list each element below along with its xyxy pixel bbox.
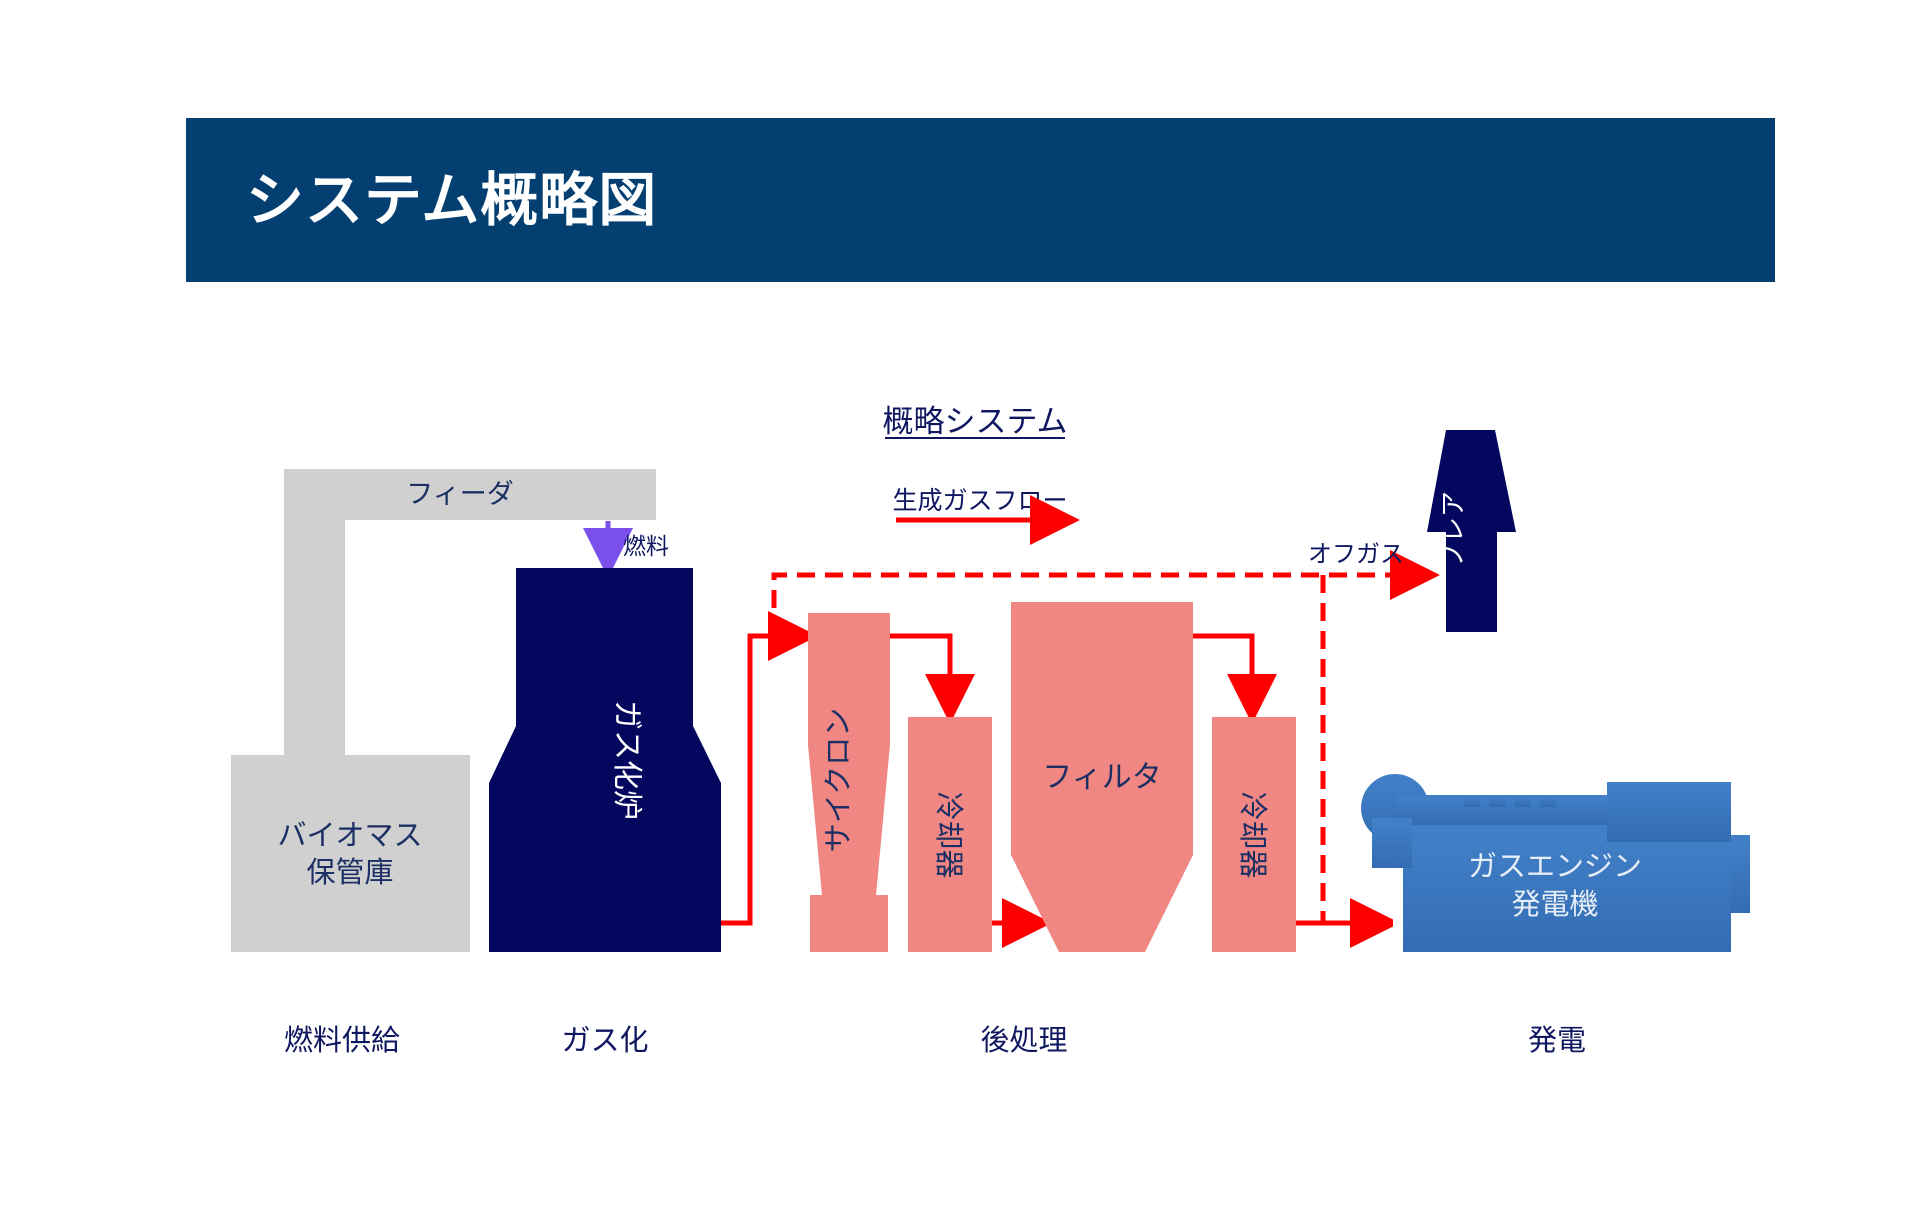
diagram-title: 概略システム [882, 404, 1067, 440]
gasifier-furnace [489, 568, 721, 952]
flow-filter-to-cooler2 [1191, 633, 1277, 724]
gasifier-label: ガス化炉 [609, 700, 644, 820]
cooler-1 [908, 717, 992, 952]
cyclone [808, 613, 890, 952]
biomass-storage [231, 755, 470, 952]
legend-flow-label: 生成ガスフロー [892, 486, 1067, 515]
cooler-1-label: 冷却器 [932, 791, 966, 878]
filter [1011, 602, 1193, 952]
biomass-storage-label-1: バイオマス [277, 818, 422, 852]
feeder-label: フィーダ [406, 479, 513, 510]
stage-power-generation: 発電 [1528, 1023, 1586, 1057]
engine-label-2: 発電機 [1511, 887, 1598, 921]
cooler-2 [1212, 717, 1296, 952]
flare-stack [1427, 430, 1516, 632]
stage-gasification: ガス化 [561, 1023, 648, 1057]
header-bar: システム概略図 [186, 118, 1775, 282]
filter-label: フィルタ [1042, 760, 1161, 795]
flare-label: フレア [1439, 491, 1469, 569]
engine-label-1: ガスエンジン [1468, 849, 1642, 883]
offgas-label: オフガス [1308, 540, 1404, 568]
fuel-label: 燃料 [623, 534, 669, 560]
feeder-duct [284, 469, 656, 755]
offgas-line-top [771, 550, 1440, 636]
biomass-storage-label-2: 保管庫 [306, 855, 393, 889]
cyclone-label: サイクロン [821, 708, 855, 852]
stage-fuel-supply: 燃料供給 [284, 1023, 400, 1057]
cooler-2-label: 冷却器 [1236, 791, 1270, 878]
page-title: システム概略図 [246, 166, 658, 234]
gas-engine-generator [1361, 774, 1750, 952]
flow-cyclone-to-cooler1 [890, 633, 975, 724]
stage-post-treatment: 後処理 [980, 1023, 1067, 1057]
flow-gasifier-to-cyclone [721, 611, 818, 926]
